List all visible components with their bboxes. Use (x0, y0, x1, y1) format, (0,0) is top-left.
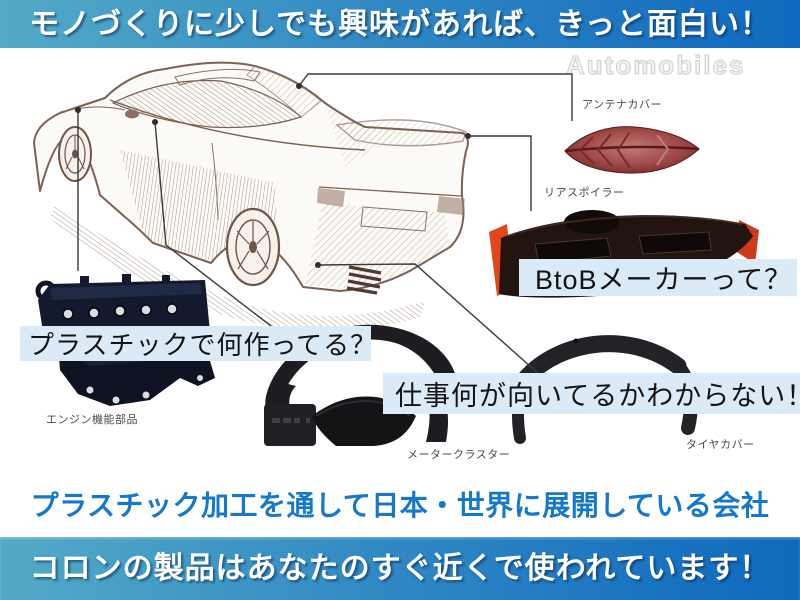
callout-job-fit: 仕事何が向いてるかわからない！ (383, 373, 800, 414)
callout-btob-question: BtoBメーカーって？ (519, 259, 797, 296)
callout-btob-question-text: BtoBメーカーって？ (535, 265, 793, 295)
label-rear-spoiler: リアスポイラー (544, 187, 625, 199)
bottom-banner-text: コロンの製品はあなたのすぐ近くで使われています！ (29, 552, 771, 585)
label-meter-cluster: メータークラスター (407, 449, 511, 461)
callout-job-fit-text: 仕事何が向いてるかわからない！ (395, 381, 800, 411)
label-antenna-cover: アンテナカバー (582, 99, 663, 111)
antenna-cover-image (564, 126, 700, 174)
company-heading: プラスチック加工を通して日本・世界に展開している会社 (30, 490, 770, 521)
label-tire-cover: タイヤカバー (686, 439, 755, 451)
top-banner: モノづくりに少しでも興味があれば、きっと面白い！ (0, 0, 800, 48)
watermark-text: Automobiles (565, 50, 746, 81)
label-engine-parts: エンジン機能部品 (46, 414, 138, 426)
callout-plastic-question-text: プラスチックで何作ってる？ (28, 330, 378, 360)
bottom-banner: コロンの製品はあなたのすぐ近くで使われています！ (0, 537, 800, 600)
callout-plastic-question: プラスチックで何作ってる？ (20, 326, 376, 361)
top-banner-text: モノづくりに少しでも興味があれば、きっと面白い！ (29, 8, 771, 41)
